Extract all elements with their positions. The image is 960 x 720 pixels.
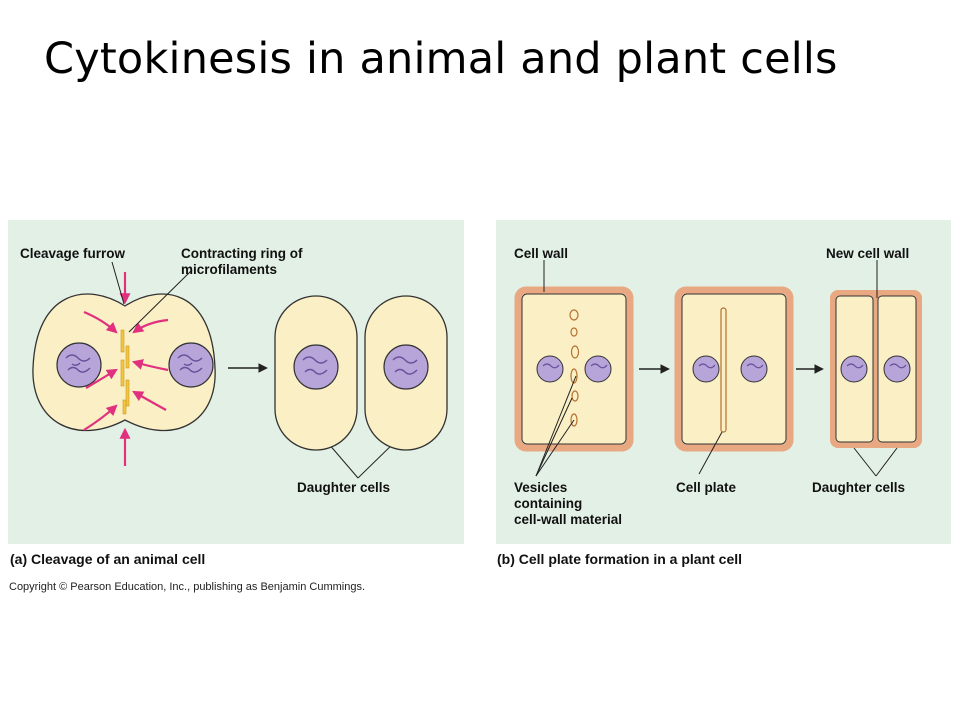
leader-lines-b: [535, 260, 898, 477]
plant-cell-plate-diagram: Cell wall New cell wall Vesicles contain…: [514, 246, 922, 527]
label-contracting-ring-1: Contracting ring of: [181, 246, 303, 261]
label-daughter-cells-b: Daughter cells: [812, 480, 905, 495]
label-vesicles-3: cell-wall material: [514, 512, 622, 527]
plant-cell-plate: [674, 286, 794, 452]
label-vesicles-1: Vesicles: [514, 480, 567, 495]
label-cell-plate: Cell plate: [676, 480, 737, 495]
plant-daughter-cells: [830, 290, 922, 448]
label-vesicles-2: containing: [514, 496, 582, 511]
plant-cell-panel: Cell wall New cell wall Vesicles contain…: [496, 220, 951, 544]
nucleus-right: [168, 342, 214, 388]
animal-cell-panel: Cleavage furrow Contracting ring of micr…: [8, 220, 464, 544]
label-new-cell-wall: New cell wall: [826, 246, 909, 261]
daughter-cell-right: [364, 295, 448, 451]
label-daughter-cells-a: Daughter cells: [297, 480, 390, 495]
constriction-arrows: [83, 272, 169, 466]
label-cleavage-furrow: Cleavage furrow: [20, 246, 126, 261]
copyright-notice: Copyright © Pearson Education, Inc., pub…: [9, 581, 366, 593]
animal-cleavage-diagram: Cleavage furrow Contracting ring of micr…: [20, 246, 448, 495]
caption-a: (a) Cleavage of an animal cell: [10, 551, 206, 567]
microfilament-ring: [120, 329, 130, 415]
label-cell-wall: Cell wall: [514, 246, 568, 261]
plant-cell-vesicles: [514, 286, 634, 452]
daughter-cell-left: [274, 295, 358, 451]
caption-b: (b) Cell plate formation in a plant cell: [497, 551, 743, 567]
cell-plate: [720, 307, 727, 433]
label-contracting-ring-2: microfilaments: [181, 262, 277, 277]
slide-title: Cytokinesis in animal and plant cells: [44, 34, 838, 84]
nucleus-left: [56, 342, 102, 388]
